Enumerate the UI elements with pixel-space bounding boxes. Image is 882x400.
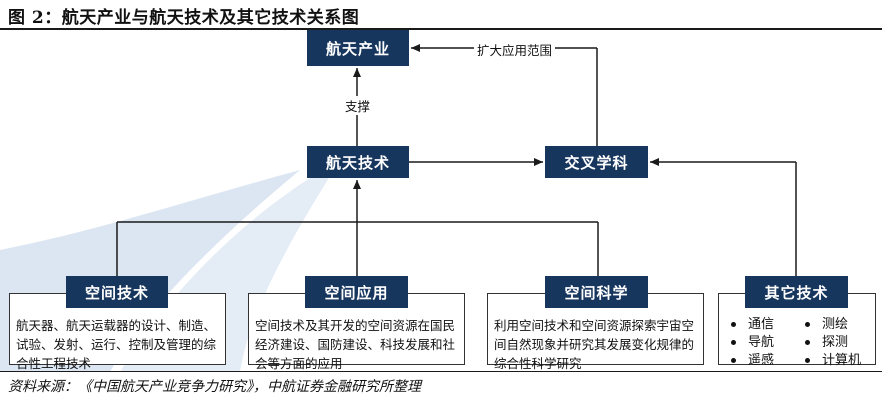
bullet-icon	[731, 340, 736, 345]
edge-label-expand-scope: 扩大应用范围	[474, 40, 556, 59]
bullet-icon	[805, 340, 810, 345]
figure-title: 图 2：航天产业与航天技术及其它技术关系图	[8, 8, 360, 28]
node-space-technology: 空间技术	[66, 276, 168, 308]
space-application-description-box: 空间技术及其开发的空间资源在国民经济建设、国防建设、科技发展和社会等方面的应用	[248, 293, 465, 371]
bullet-icon	[731, 322, 736, 327]
title-divider	[0, 28, 882, 30]
node-space-application: 空间应用	[305, 276, 408, 308]
node-interdisciplinary: 交叉学科	[545, 146, 648, 178]
bullet-icon	[805, 322, 810, 327]
space-technology-description: 航天器、航天运载器的设计、制造、试验、发射、运行、控制及管理的综合性工程技术	[16, 318, 217, 371]
node-aerospace-industry: 航天产业	[307, 30, 409, 66]
list-item: 测绘	[805, 315, 848, 334]
list-item: 导航	[731, 333, 774, 352]
list-item: 计算机	[805, 351, 861, 370]
space-science-description: 利用空间技术和空间资源探索宇宙空间自然现象并研究其发展变化规律的综合性科学研究	[494, 318, 695, 371]
list-item: 遥感	[731, 351, 774, 370]
space-application-description: 空间技术及其开发的空间资源在国民经济建设、国防建设、科技发展和社会等方面的应用	[255, 318, 456, 371]
node-aerospace-technology: 航天技术	[307, 146, 409, 178]
list-item: 通信	[731, 315, 774, 334]
footer-divider	[0, 371, 882, 372]
other-technology-list-box: 通信 测绘 导航 探测 遥感 计算机	[718, 293, 876, 368]
edge-label-support: 支撑	[342, 96, 374, 115]
source-note: 资料来源：《中国航天产业竞争力研究》，中航证券金融研究所整理	[8, 379, 421, 395]
bullet-icon	[731, 358, 736, 363]
bullet-icon	[805, 358, 810, 363]
node-other-technology: 其它技术	[745, 276, 848, 308]
node-space-science: 空间科学	[545, 276, 648, 308]
list-item: 探测	[805, 333, 848, 352]
